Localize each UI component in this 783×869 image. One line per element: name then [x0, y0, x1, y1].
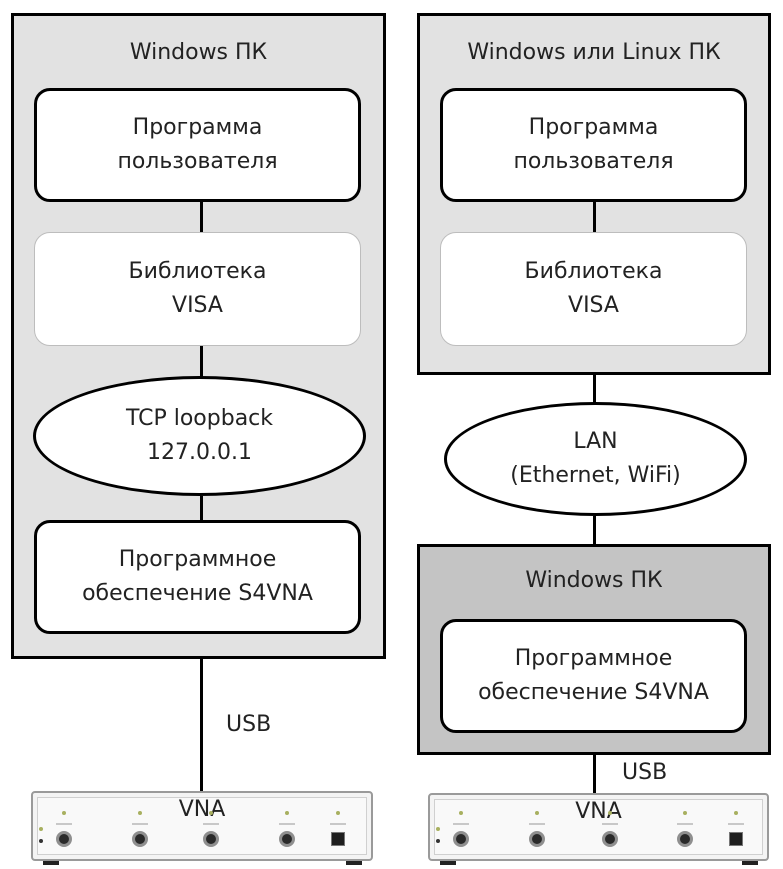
left-vna-port-label-2 [132, 823, 148, 825]
right-usb-cable [593, 755, 596, 794]
right-s4vna-software-box: Программное обеспечение S4VNA [440, 619, 747, 733]
left-s4vna-line1: Программное [118, 547, 277, 572]
right-vna-foot-left [440, 861, 456, 865]
right-vna-port-1 [453, 831, 469, 847]
left-vna-port-label-3 [203, 823, 219, 825]
left-vna-port-1 [56, 831, 72, 847]
left-vna-power-led-2 [39, 839, 43, 843]
right-user-program-box: Программа пользователя [440, 88, 747, 202]
right-visa-line2: VISA [568, 293, 619, 318]
right-vna-led-5 [734, 811, 738, 815]
right-lan-ellipse: LAN (Ethernet, WiFi) [444, 402, 747, 516]
left-connector-2 [200, 346, 203, 378]
right-vna-port-label-5 [728, 823, 744, 825]
left-panel-title: Windows ПК [129, 40, 268, 65]
right-vna-label: VNA [575, 799, 622, 824]
left-vna-port-2 [132, 831, 148, 847]
right-vna-port-label-3 [602, 823, 618, 825]
left-vna-led-4 [285, 811, 289, 815]
right-vna-led-1 [459, 811, 463, 815]
right-vna-port-4 [677, 831, 693, 847]
left-connector-1 [200, 202, 203, 232]
left-vna-port-label-1 [56, 823, 72, 825]
right-usb-label: USB [622, 760, 668, 785]
right-s4vna-line2: обеспечение S4VNA [478, 680, 709, 705]
left-vna-usb-port [331, 832, 345, 846]
right-vna-port-label-4 [677, 823, 693, 825]
right-vna-led-4 [683, 811, 687, 815]
left-tcp-loopback-ellipse: TCP loopback 127.0.0.1 [33, 376, 366, 496]
left-vna-label: VNA [178, 797, 226, 822]
right-user-program-line1: Программа [528, 115, 659, 140]
right-user-program-line2: пользователя [513, 149, 674, 174]
right-vna-foot-right [742, 861, 758, 865]
right-vna-led-2 [535, 811, 539, 815]
left-vna-device: VNA [31, 791, 373, 861]
left-user-program-line1: Программа [132, 115, 263, 140]
right-connector-3 [593, 516, 596, 546]
right-vna-led-3 [608, 811, 612, 815]
left-s4vna-software-box: Программное обеспечение S4VNA [34, 520, 361, 634]
left-usb-label: USB [226, 712, 272, 737]
right-vna-usb-port [729, 832, 743, 846]
left-vna-port-label-4 [279, 823, 295, 825]
right-connector-1 [593, 202, 596, 232]
right-ellipse-line2: (Ethernet, WiFi) [510, 463, 681, 488]
left-vna-foot-left [43, 861, 59, 865]
left-vna-led-3 [209, 811, 213, 815]
right-vna-device: VNA [428, 793, 769, 861]
left-vna-led-2 [138, 811, 142, 815]
left-vna-led-5 [336, 811, 340, 815]
left-visa-line1: Библиотека [128, 259, 267, 284]
left-user-program-line2: пользователя [117, 149, 278, 174]
right-vna-port-label-2 [529, 823, 545, 825]
left-vna-port-label-5 [330, 823, 346, 825]
left-vna-port-3 [203, 831, 219, 847]
right-vna-port-3 [602, 831, 618, 847]
right-ellipse-line1: LAN [573, 429, 618, 454]
right-vna-power-led [436, 827, 440, 831]
right-panel2-title: Windows ПК [525, 568, 663, 593]
right-vna-port-2 [529, 831, 545, 847]
left-vna-foot-right [346, 861, 362, 865]
right-s4vna-line1: Программное [514, 646, 673, 671]
right-panel-title: Windows или Linux ПК [467, 40, 721, 65]
right-visa-library-box: Библиотека VISA [440, 232, 747, 346]
left-visa-line2: VISA [172, 293, 223, 318]
right-vna-port-label-1 [453, 823, 469, 825]
right-connector-2 [593, 375, 596, 404]
left-ellipse-line1: TCP loopback [125, 406, 274, 431]
left-usb-cable [200, 659, 203, 792]
left-vna-led-1 [62, 811, 66, 815]
left-connector-3 [200, 496, 203, 521]
left-user-program-box: Программа пользователя [34, 88, 361, 202]
left-s4vna-line2: обеспечение S4VNA [82, 581, 313, 606]
right-visa-line1: Библиотека [524, 259, 663, 284]
left-visa-library-box: Библиотека VISA [34, 232, 361, 346]
left-ellipse-line2: 127.0.0.1 [147, 440, 252, 465]
left-vna-port-4 [279, 831, 295, 847]
left-vna-power-led [39, 827, 43, 831]
right-vna-power-led-2 [436, 839, 440, 843]
